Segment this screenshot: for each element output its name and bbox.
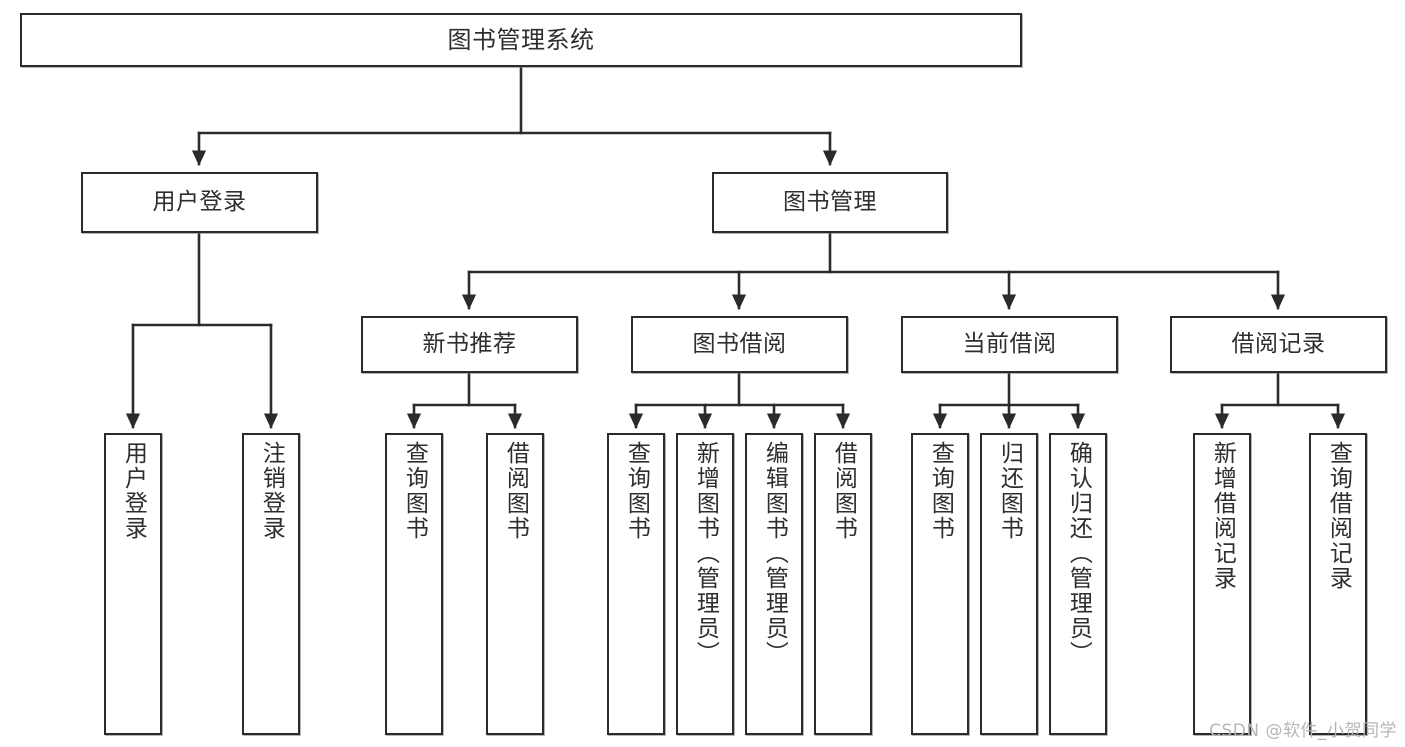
leaf-query-book-borrow[interactable]: 查询图书 bbox=[607, 433, 665, 735]
leaf-add-borrow-record[interactable]: 新增借阅记录 bbox=[1193, 433, 1251, 735]
node-label: 新增借阅记录 bbox=[1209, 441, 1236, 591]
node-label: 查询图书 bbox=[401, 441, 428, 541]
leaf-user-login[interactable]: 用户登录 bbox=[104, 433, 162, 735]
leaf-logout[interactable]: 注销登录 bbox=[242, 433, 300, 735]
node-new-book-recommend[interactable]: 新书推荐 bbox=[361, 316, 578, 373]
node-book-borrow[interactable]: 图书借阅 bbox=[631, 316, 848, 373]
node-label: 借阅图书 bbox=[830, 441, 857, 541]
node-label: 图书借阅 bbox=[692, 330, 787, 357]
node-label: 注销登录 bbox=[258, 441, 285, 541]
node-label: 用户登录 bbox=[152, 188, 247, 215]
leaf-query-book-recommend[interactable]: 查询图书 bbox=[385, 433, 443, 735]
leaf-borrow-book-recommend[interactable]: 借阅图书 bbox=[486, 433, 544, 735]
csdn-watermark: CSDN @软件_小贺同学 bbox=[1209, 721, 1397, 741]
leaf-borrow-book[interactable]: 借阅图书 bbox=[814, 433, 872, 735]
node-label: 图书管理系统 bbox=[447, 25, 595, 54]
node-label: 新书推荐 bbox=[422, 330, 517, 357]
node-label: 新增图书（管理员） bbox=[692, 441, 719, 666]
node-label: 归还图书 bbox=[996, 441, 1023, 541]
node-label: 查询图书 bbox=[927, 441, 954, 541]
node-label: 查询借阅记录 bbox=[1325, 441, 1352, 591]
node-borrow-record[interactable]: 借阅记录 bbox=[1170, 316, 1387, 373]
node-label: 当前借阅 bbox=[962, 330, 1057, 357]
node-book-management[interactable]: 图书管理 bbox=[712, 172, 948, 233]
node-label: 图书管理 bbox=[783, 188, 877, 215]
node-label: 查询图书 bbox=[623, 441, 650, 541]
node-root-book-management-system[interactable]: 图书管理系统 bbox=[20, 13, 1022, 67]
leaf-query-borrow-record[interactable]: 查询借阅记录 bbox=[1309, 433, 1367, 735]
leaf-add-book-admin[interactable]: 新增图书（管理员） bbox=[676, 433, 734, 735]
node-label: 借阅记录 bbox=[1231, 330, 1326, 357]
node-label: 确认归还（管理员） bbox=[1065, 441, 1092, 666]
node-current-borrow[interactable]: 当前借阅 bbox=[901, 316, 1118, 373]
node-label: 借阅图书 bbox=[502, 441, 529, 541]
node-label: 用户登录 bbox=[120, 441, 147, 541]
leaf-query-book-current[interactable]: 查询图书 bbox=[911, 433, 969, 735]
leaf-edit-book-admin[interactable]: 编辑图书（管理员） bbox=[745, 433, 803, 735]
node-label: 编辑图书（管理员） bbox=[761, 441, 788, 666]
leaf-return-book[interactable]: 归还图书 bbox=[980, 433, 1038, 735]
leaf-confirm-return-admin[interactable]: 确认归还（管理员） bbox=[1049, 433, 1107, 735]
node-user-login[interactable]: 用户登录 bbox=[81, 172, 318, 233]
